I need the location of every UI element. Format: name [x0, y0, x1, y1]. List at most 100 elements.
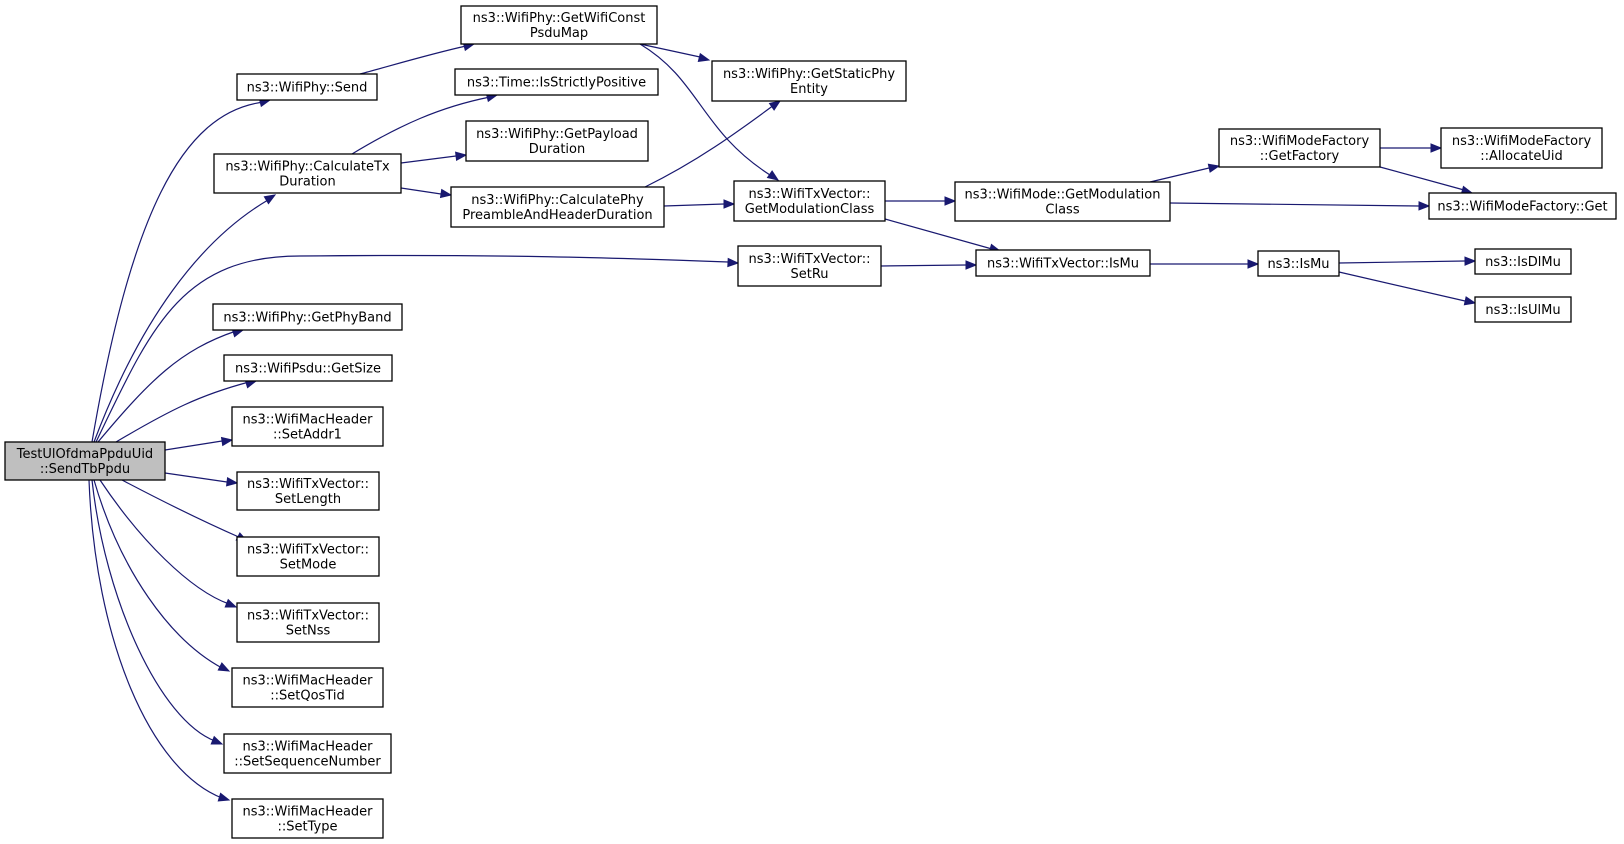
call-edge-txvGetModClass-to-txvIsMu — [884, 218, 993, 250]
call-edge-modeGetModClass-to-factoryGet — [1169, 202, 1420, 207]
node-label: ns3::WifiTxVector:: — [748, 252, 870, 267]
node-label: ::SetQosTid — [270, 689, 344, 704]
node-modeGetModClass[interactable]: ns3::WifiMode::GetModulationClass — [954, 181, 1171, 222]
call-edge-root-to-setType — [88, 479, 223, 799]
node-getPhyBand[interactable]: ns3::WifiPhy::GetPhyBand — [212, 303, 403, 331]
node-label: ns3::WifiMode::GetModulation — [965, 188, 1161, 203]
node-label: ns3::WifiPhy::CalculateTx — [225, 160, 390, 175]
node-isMu[interactable]: ns3::IsMu — [1257, 250, 1340, 277]
call-edge-getConstPsduMap-to-txvGetModClass — [639, 43, 771, 176]
node-setQosTid[interactable]: ns3::WifiMacHeader::SetQosTid — [231, 667, 384, 708]
node-label: ns3::IsUlMu — [1485, 303, 1560, 318]
call-edge-calcTxDuration-to-getPayloadDuration — [400, 155, 457, 164]
arrowhead — [1463, 296, 1477, 306]
node-box — [236, 536, 380, 577]
call-edge-root-to-setSeqNum — [91, 479, 216, 742]
node-label: ns3::WifiTxVector:: — [748, 187, 870, 202]
call-edge-calcTxDuration-to-calcPreamble — [400, 187, 442, 195]
node-calcPreamble[interactable]: ns3::WifiPhy::CalculatePhyPreambleAndHea… — [450, 186, 665, 228]
node-label: SetNss — [286, 624, 331, 639]
call-edge-modeGetModClass-to-factoryGetFactory — [1149, 167, 1210, 183]
node-label: ns3::WifiModeFactory::Get — [1437, 200, 1607, 215]
node-label: ns3::WifiMacHeader — [242, 674, 373, 689]
node-setSeqNum[interactable]: ns3::WifiMacHeader::SetSequenceNumber — [223, 733, 392, 774]
arrowhead — [723, 199, 736, 209]
node-box — [460, 5, 658, 45]
node-box — [975, 249, 1151, 277]
node-setAddr1[interactable]: ns3::WifiMacHeader::SetAddr1 — [231, 406, 384, 447]
function-nodes: TestUlOfdmaPpduUid::SendTbPpdu ns3::WifiP… — [4, 5, 1617, 839]
node-setNss[interactable]: ns3::WifiTxVector::SetNss — [236, 602, 380, 643]
node-isUlMu[interactable]: ns3::IsUlMu — [1474, 296, 1572, 323]
node-psduGetSize[interactable]: ns3::WifiPsdu::GetSize — [223, 354, 393, 382]
node-setRu[interactable]: ns3::WifiTxVector::SetRu — [737, 245, 882, 287]
node-isStrictlyPositive[interactable]: ns3::Time::IsStrictlyPositive — [454, 68, 659, 96]
call-edge-factoryGetFactory-to-factoryGet — [1379, 166, 1465, 191]
node-box — [450, 186, 665, 228]
call-edge-root-to-setRu — [95, 254, 729, 443]
node-label: ns3::IsMu — [1267, 257, 1329, 272]
node-root[interactable]: TestUlOfdmaPpduUid::SendTbPpdu — [4, 441, 166, 481]
arrowhead — [1247, 259, 1260, 269]
call-edge-calcPreamble-to-txvGetModClass — [663, 203, 725, 207]
node-label: SetLength — [275, 492, 341, 507]
node-txvIsMu[interactable]: ns3::WifiTxVector::IsMu — [975, 249, 1151, 277]
node-label: Duration — [529, 142, 585, 157]
node-factoryGet[interactable]: ns3::WifiModeFactory::Get — [1428, 192, 1617, 220]
call-edge-root-to-setLength — [164, 472, 228, 483]
arrowhead — [944, 196, 957, 206]
node-box — [465, 120, 649, 162]
node-setMode[interactable]: ns3::WifiTxVector::SetMode — [236, 536, 380, 577]
node-label: PsduMap — [530, 26, 588, 41]
node-txvGetModClass[interactable]: ns3::WifiTxVector::GetModulationClass — [733, 180, 886, 222]
node-label: ns3::WifiMacHeader — [242, 740, 373, 755]
node-label: ns3::WifiTxVector:: — [247, 543, 369, 558]
node-setLength[interactable]: ns3::WifiTxVector::SetLength — [236, 471, 380, 511]
node-label: ::SendTbPpdu — [40, 462, 130, 477]
node-label: ::GetFactory — [1260, 149, 1340, 164]
arrowhead — [210, 735, 224, 745]
arrowhead — [217, 792, 231, 802]
call-edge-root-to-calcTxDuration — [93, 199, 269, 443]
node-send[interactable]: ns3::WifiPhy::Send — [236, 73, 378, 101]
node-box — [954, 181, 1171, 222]
node-label: ns3::WifiTxVector:: — [247, 477, 369, 492]
arrowhead — [226, 477, 239, 487]
node-isDlMu[interactable]: ns3::IsDlMu — [1474, 248, 1572, 275]
node-label: ns3::WifiPsdu::GetSize — [235, 362, 381, 377]
node-box — [1218, 128, 1381, 168]
node-box — [223, 733, 392, 774]
arrowhead — [1207, 163, 1221, 173]
node-box — [1428, 192, 1617, 220]
node-label: PreambleAndHeaderDuration — [462, 208, 652, 223]
arrowhead — [439, 188, 453, 199]
node-label: ns3::WifiTxVector:: — [247, 609, 369, 624]
arrowhead — [727, 257, 740, 268]
node-box — [1257, 250, 1340, 277]
node-label: GetModulationClass — [745, 202, 875, 217]
node-factoryGetFactory[interactable]: ns3::WifiModeFactory::GetFactory — [1218, 128, 1381, 168]
node-label: Class — [1045, 203, 1079, 218]
node-label: ns3::WifiPhy::GetPhyBand — [223, 311, 391, 326]
node-box — [213, 153, 402, 194]
node-label: ::SetType — [278, 820, 338, 835]
node-box — [236, 602, 380, 643]
node-label: ::SetSequenceNumber — [234, 755, 381, 770]
node-label: ns3::IsDlMu — [1485, 255, 1561, 270]
call-edge-calcTxDuration-to-isStrictlyPositive — [351, 96, 491, 155]
call-edge-root-to-setAddr1 — [164, 440, 223, 451]
node-label: ::AllocateUid — [1480, 149, 1562, 164]
node-box — [1474, 248, 1572, 275]
node-setType[interactable]: ns3::WifiMacHeader::SetType — [231, 798, 384, 839]
node-box — [231, 798, 384, 839]
node-label: ns3::WifiPhy::Send — [247, 81, 368, 96]
arrowhead — [768, 100, 782, 111]
node-allocateUid[interactable]: ns3::WifiModeFactory::AllocateUid — [1440, 127, 1603, 169]
call-edge-root-to-psduGetSize — [115, 381, 250, 443]
node-label: ns3::WifiTxVector::IsMu — [987, 257, 1139, 272]
